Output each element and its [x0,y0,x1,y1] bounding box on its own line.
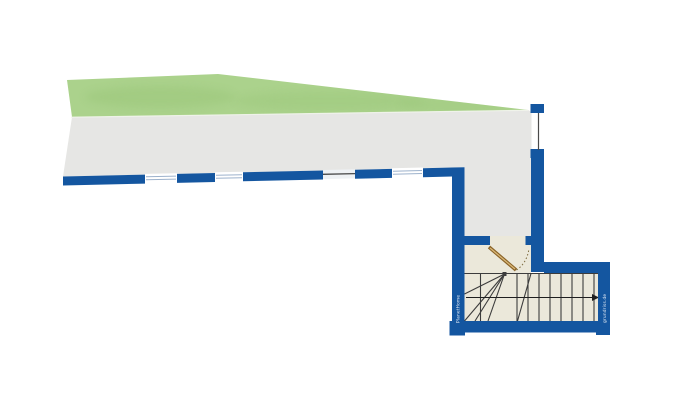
walk-direction-arrow [592,294,599,301]
walls [63,104,610,336]
lawn-shade-patch [235,91,425,111]
windows [145,113,540,184]
wall-corner-block [596,321,610,335]
right-wall-post [530,149,544,158]
stair-room-top-wall [544,262,610,273]
lawn-shade-patch [400,98,510,112]
watermark-left: PlanetHome [456,295,462,323]
winder-center-marker [502,272,507,276]
exterior-wall-segment [177,173,215,183]
lawn-floor-boundary [70,109,529,118]
floor-area [63,110,532,238]
door-swing-arc [516,248,530,271]
lawn-area [67,74,529,118]
exterior-wall-segment [63,174,145,186]
glazing-line [392,173,423,175]
stair-room-floor [464,236,598,321]
glazing-line [392,170,423,172]
stair-walk-line [466,294,599,301]
glazing-line [145,175,177,178]
exterior-wall-segment [243,170,323,182]
wall-corner-block [449,321,465,336]
right-wall [531,158,544,272]
window-glazing [145,170,423,181]
interior-wall [464,236,490,245]
stair-landing-floor [464,245,598,321]
stair-winder-tread [464,273,505,295]
door-leaf-highlight [489,247,516,270]
stair-room-bottom-wall [450,321,610,333]
corridor-left-wall [452,167,465,333]
glazing-line [215,174,243,176]
right-wall-post [530,104,544,113]
glazing-line [145,178,177,181]
lawn-shade-patch [85,86,235,108]
window-2 [215,171,243,182]
door [487,245,530,272]
window-3 [392,167,423,178]
door-jamb-stub [525,236,532,245]
window-1 [145,173,177,184]
exterior-wall-segment [423,167,452,178]
exterior-wall-segment [355,168,392,179]
watermark-right: grundriss.de [602,294,608,323]
stair-room-right-wall [598,262,610,335]
glazing-line [215,177,243,179]
narrow-opening-frame [322,172,356,175]
